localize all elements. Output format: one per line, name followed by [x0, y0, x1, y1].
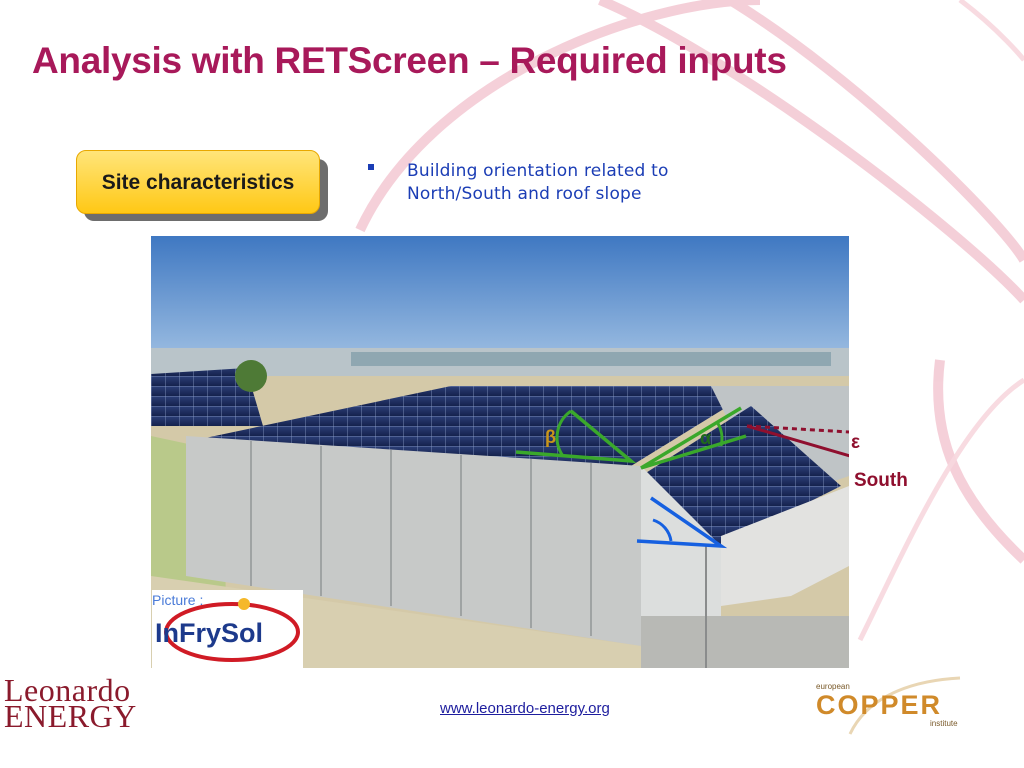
footer-website-link[interactable]: www.leonardo-energy.org: [440, 700, 610, 717]
south-arrow: [746, 424, 849, 458]
infrysol-text: InFrySol: [155, 618, 263, 648]
south-label: South: [854, 470, 908, 491]
beta-angle-lines: [515, 409, 637, 464]
south-dotted-line: [746, 424, 849, 434]
site-characteristics-box: Site characteristics: [76, 150, 320, 214]
copper-text: COPPER: [816, 690, 942, 720]
bullet-marker: [368, 164, 374, 170]
site-box-label: Site characteristics: [101, 170, 295, 194]
infrysol-logo: InFrySol: [152, 590, 303, 668]
epsilon-label: ε: [851, 432, 861, 453]
bullet-text: Building orientation related to North/So…: [407, 161, 669, 204]
copper-bottom-text: institute: [930, 719, 958, 728]
copper-top-text: european: [816, 682, 850, 691]
picture-credit-label: Picture :: [152, 592, 204, 608]
copper-institute-logo: european COPPER institute: [816, 676, 961, 735]
blue-angle-lines: [636, 496, 728, 549]
leonardo-logo-line2: ENERGY: [4, 698, 137, 734]
alpha-label: α: [700, 428, 711, 448]
alpha-angle-lines: [640, 406, 742, 470]
beta-label: β: [545, 427, 556, 447]
back-panels: [151, 368, 263, 426]
leonardo-logo-line1: Leonardo: [4, 672, 131, 708]
page-title: Analysis with RETScreen – Required input…: [32, 40, 787, 81]
